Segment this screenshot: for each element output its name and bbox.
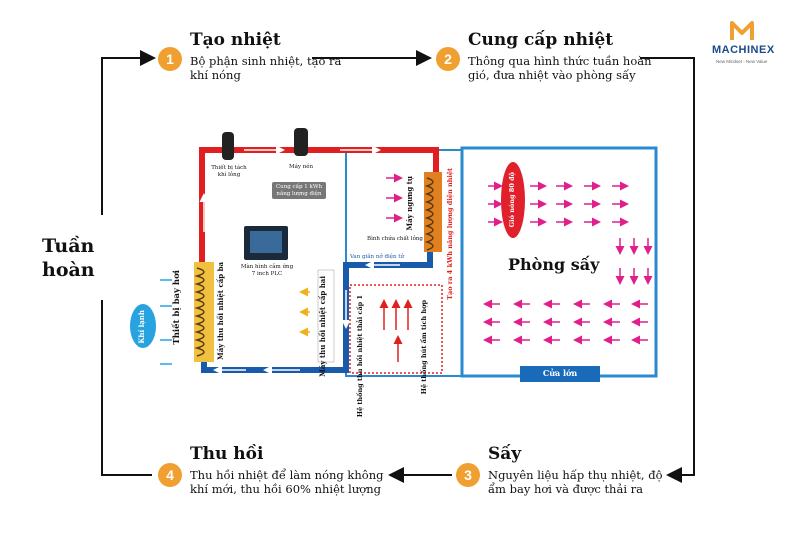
brand-logo-icon — [730, 21, 754, 40]
evaporator-coil-wave — [194, 267, 205, 357]
step1-number: 1 — [158, 47, 182, 71]
compressor-icon — [294, 128, 308, 156]
plc-label: Màn hình cảm ứng 7 inch PLC — [238, 264, 296, 277]
liquid-tank-label: Bình chứa chất lỏng — [367, 236, 423, 242]
door-label: Cửa lớn — [542, 368, 578, 378]
stage2-coil — [317, 269, 335, 363]
step1-title: Tạo nhiệt — [190, 30, 281, 50]
cycle-label-line2: hoàn — [42, 259, 95, 281]
step2-number: 2 — [436, 47, 460, 71]
step1-desc-line2: khí nóng — [190, 68, 241, 82]
arrow-to-step3 — [640, 57, 695, 483]
power-box-line2: năng lượng điện — [276, 190, 322, 197]
step2-title: Cung cấp nhiệt — [468, 30, 614, 50]
compressor-label: Máy nén — [288, 164, 314, 170]
hot-air-badge — [501, 162, 525, 238]
stage1-box — [349, 284, 443, 374]
separator-icon — [222, 132, 234, 160]
step4-title: Thu hồi — [190, 444, 264, 464]
condenser-label: Máy ngưng tụ — [405, 176, 414, 231]
heat-output-label: Tạo ra 4 kWh năng lượng điện nhiệt — [446, 168, 454, 300]
hot-pipe — [199, 147, 439, 262]
separator-label: Thiết bị tách khí lỏng — [211, 165, 247, 178]
step3-title: Sấy — [488, 444, 522, 464]
step3-desc-line2: ẩm bay hơi và được thải ra — [488, 482, 644, 496]
room-down-arrows — [615, 238, 653, 285]
valve-label: Van giãn nở điện tử — [349, 254, 405, 260]
step2-desc: Thông qua hình thức tuần hoàn gió, đưa n… — [468, 54, 652, 82]
cold-air-label: Khí lạnh — [137, 310, 146, 344]
stage1-label: Hệ thống thu hồi nhiệt thải cấp 1 — [356, 295, 364, 418]
cycle-label-line1: Tuần — [42, 235, 95, 257]
step3-desc: Nguyên liệu hấp thụ nhiệt, độ ẩm bay hơi… — [488, 468, 663, 496]
plc-label-line1: Màn hình cảm ứng — [240, 264, 294, 270]
evaporator-label: Thiết bị bay hơi — [172, 270, 182, 345]
step3-desc-line1: Nguyên liệu hấp thụ nhiệt, độ — [488, 468, 663, 482]
stage2-label: Máy thu hồi nhiệt cấp hai — [318, 276, 327, 377]
stage2-intake-arrows — [299, 287, 310, 337]
step3-number: 3 — [456, 463, 480, 487]
power-box-line1: Cung cấp 1 kWh — [275, 184, 323, 190]
step4-desc-line2: khí mới, thu hồi 60% nhiệt lượng — [190, 482, 381, 496]
hot-air-label: Gió nóng 80 độ — [508, 172, 516, 228]
room-label: Phòng sấy — [508, 255, 600, 274]
evaporator-outflow-arrows — [160, 279, 172, 365]
step4-number: 4 — [158, 463, 182, 487]
step1-desc-line1: Bộ phận sinh nhiệt, tạo ra — [190, 54, 342, 68]
plc-label-line2: 7 inch PLC — [251, 270, 283, 277]
brand-tagline: New Mindset - New Value — [716, 59, 768, 64]
arrow-to-step1 — [101, 50, 156, 215]
cold-air-badge — [130, 304, 156, 348]
condenser-air-arrows — [386, 173, 403, 223]
power-box: Cung cấp 1 kWh năng lượng điện — [272, 182, 326, 199]
step1-desc: Bộ phận sinh nhiệt, tạo ra khí nóng — [190, 54, 341, 82]
step4-desc-line1: Thu hồi nhiệt để làm nóng không — [190, 468, 384, 482]
step2-desc-line2: gió, đưa nhiệt vào phòng sấy — [468, 68, 636, 82]
brand-logo: MACHINEX New Mindset - New Value — [706, 20, 778, 68]
brand-name: MACHINEX — [712, 44, 775, 56]
stage3-label: Máy thu hồi nhiệt cấp ba — [216, 262, 225, 361]
humidity-label: Hệ thống hút ẩm tích hợp — [420, 300, 428, 395]
condenser-coil — [424, 172, 442, 252]
step2-desc-line1: Thông qua hình thức tuần hoàn — [468, 54, 652, 68]
room-return-arrows — [483, 299, 648, 345]
stage1-up-arrows — [379, 299, 413, 362]
step4-desc: Thu hồi nhiệt để làm nóng không khí mới,… — [190, 468, 384, 496]
arrow-step4-left — [101, 300, 152, 476]
room-hot-air-arrows — [488, 181, 629, 227]
door-bar — [520, 366, 600, 382]
condenser-coil-wave — [424, 177, 434, 251]
cycle-label: Tuần hoàn — [42, 234, 95, 282]
